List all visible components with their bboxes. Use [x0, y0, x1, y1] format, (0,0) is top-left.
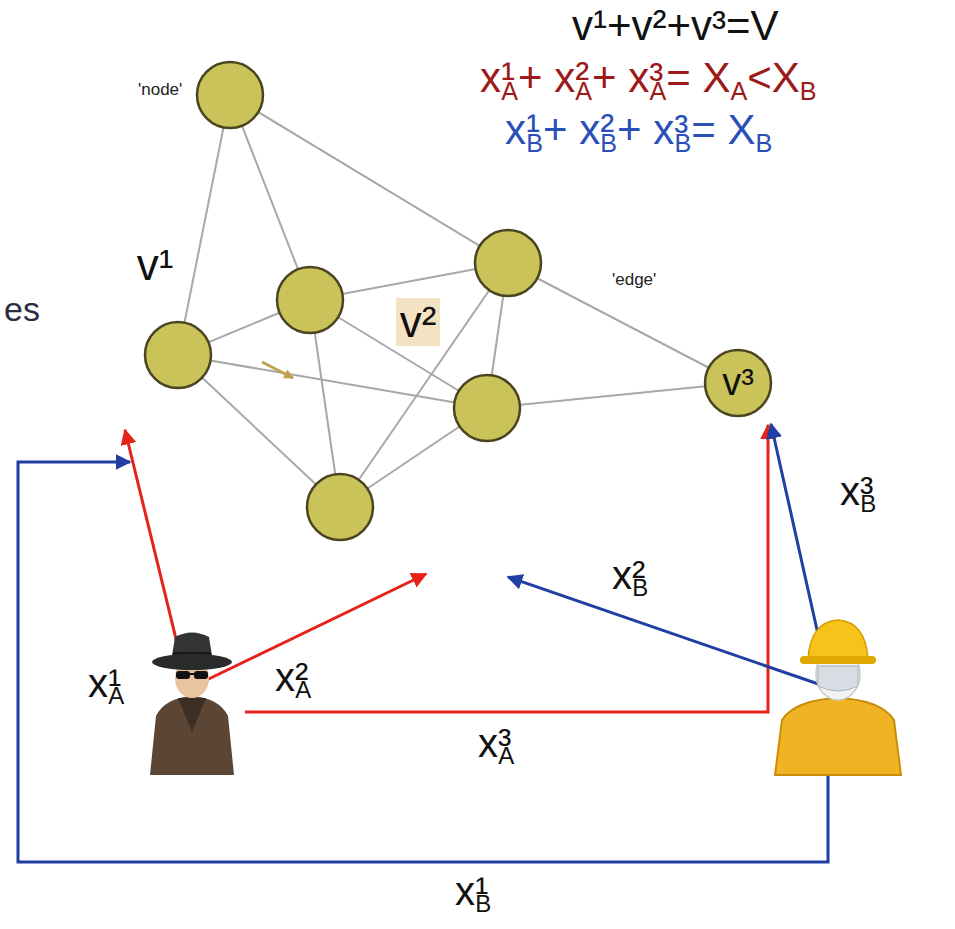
graph-vertex — [197, 62, 263, 128]
defender-hard-hat — [808, 620, 868, 660]
outline-shape — [683, 254, 852, 503]
graph-edge — [178, 95, 230, 355]
label-position: 'node' — [138, 80, 182, 100]
flow-arrow — [262, 362, 293, 378]
partition-label: v¹ — [137, 241, 174, 289]
node-outline — [680, 252, 855, 506]
cut-off-text: es — [4, 290, 40, 329]
graph-vertex — [454, 375, 520, 441]
label-position: x¹B+ x²B+ x³B= XB — [505, 106, 772, 154]
graph-vertex — [475, 230, 541, 296]
subscript: B — [475, 890, 491, 917]
subscript: B — [800, 77, 817, 105]
defense-arrow — [508, 577, 830, 688]
text-run: es — [4, 290, 40, 328]
subscript: A — [295, 676, 311, 703]
defense-arrow — [18, 462, 828, 862]
defender-icon — [775, 620, 901, 775]
text-run: <X — [747, 54, 800, 101]
allocation-label: x³B — [840, 468, 876, 514]
graph-vertex — [277, 267, 343, 333]
subscript: A — [108, 682, 124, 709]
graph-edge — [178, 355, 487, 408]
text-run: v¹+v²+v³=V — [572, 2, 779, 49]
partition-label: v² — [396, 298, 441, 346]
label-position: x³A — [478, 720, 514, 766]
label-position: v¹+v²+v³=V — [572, 2, 779, 50]
defender-hat-brim — [800, 656, 876, 664]
text-run: v³ — [722, 361, 754, 403]
subscript: A — [498, 742, 514, 769]
subscript: B — [755, 129, 772, 157]
text-run: v¹ — [137, 240, 174, 289]
attack-arrow — [245, 425, 768, 712]
defender-visor — [818, 666, 858, 691]
subscript: B — [632, 574, 648, 601]
subscript: A — [730, 77, 747, 105]
label-position: x²A — [275, 654, 311, 700]
partition-type: 'edge' — [612, 270, 656, 290]
subscript: A — [575, 77, 592, 105]
text-run: 'node' — [138, 80, 182, 99]
text-run: = X — [666, 54, 730, 101]
text-run: v² — [400, 297, 437, 346]
label-position: x¹A — [88, 660, 124, 706]
label-position: x³B — [840, 468, 876, 514]
allocation-label: x²A — [275, 654, 311, 700]
allocation-label: x¹B — [455, 868, 491, 914]
graph-edge — [508, 263, 738, 383]
subscript: B — [674, 129, 691, 157]
graph-vertex — [145, 322, 211, 388]
subscript: B — [860, 490, 876, 517]
graph-edge — [487, 383, 738, 408]
attacker-glasses — [194, 671, 208, 679]
graph-vertex — [307, 474, 373, 540]
subscript: B — [526, 129, 543, 157]
partition-triangle: v³ — [680, 252, 855, 506]
node-outline — [88, 8, 278, 550]
defender-body — [775, 698, 901, 775]
label-position: x¹A+ x²A+ x³A= XA<XB — [480, 54, 817, 102]
subscript: A — [501, 77, 518, 105]
label-position: x²B — [612, 552, 648, 598]
attacker-icon — [150, 633, 234, 776]
graph-vertex — [705, 350, 771, 416]
attacker-coat — [150, 696, 234, 775]
text-run: = X — [691, 106, 755, 153]
graph-edge — [230, 95, 508, 263]
equation: v¹+v²+v³=V — [572, 2, 779, 50]
attacker-collar — [178, 698, 206, 732]
attacker-glasses — [176, 671, 190, 679]
allocation-label: x¹A — [88, 660, 124, 706]
label-position: 'edge' — [612, 270, 656, 290]
partition-parallelogram: v¹ — [88, 8, 278, 550]
allocation-label: x²B — [612, 552, 648, 598]
attacker-hat-brim — [152, 654, 232, 670]
allocation-label: x³A — [478, 720, 514, 766]
graph-vertices — [145, 62, 771, 540]
partition-label: v³ — [722, 362, 754, 404]
label-position: es — [4, 290, 40, 329]
partition-circle: v² — [250, 204, 612, 594]
attacker-equation: x¹A+ x²A+ x³A= XA<XB — [480, 54, 817, 102]
subscript: A — [649, 77, 666, 105]
attacker-glasses — [189, 673, 195, 675]
defender-equation: x¹B+ x²B+ x³B= XB — [505, 106, 772, 154]
outline-shape — [251, 205, 611, 593]
node-outline — [250, 204, 612, 594]
label-position: x¹B — [455, 868, 491, 914]
outline-shape — [88, 8, 276, 548]
partition-type: 'node' — [138, 80, 182, 100]
text-run: 'edge' — [612, 270, 656, 289]
graph-edges — [178, 95, 738, 507]
subscript: B — [600, 129, 617, 157]
